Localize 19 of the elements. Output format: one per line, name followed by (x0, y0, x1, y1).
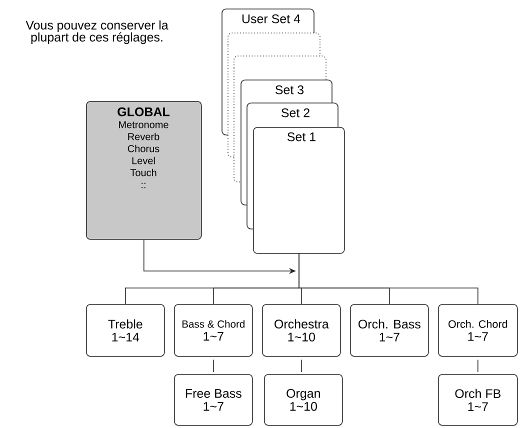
part-box: Free Bass 1~7 (174, 374, 253, 426)
part-box: Orch FB 1~7 (438, 374, 518, 426)
connector-line (301, 359, 302, 372)
connector-line (213, 359, 214, 372)
connector-line (298, 253, 478, 304)
part-box: Orchestra 1~10 (262, 304, 341, 357)
settings-box: GLOBAL Metronome Reverb Chorus Level Touch :: (86, 101, 202, 240)
set-card: User Set 4 (222, 8, 314, 34)
part-box: Treble 1~14 (86, 304, 165, 357)
set-card: Set 3 (240, 80, 332, 104)
set-card: Set 2 (246, 102, 338, 128)
note-text: Vous pouvez conserver la plupart de ces réglages. (26, 20, 168, 44)
card (234, 56, 326, 80)
part-box: Orch. Chord 1~7 (438, 304, 518, 357)
part-box: Bass & Chord 1~7 (174, 304, 253, 357)
part-box: Organ 1~10 (264, 374, 343, 426)
part-box: Orch. Bass 1~7 (350, 304, 429, 357)
card (228, 32, 320, 56)
set-card: Set 1 (253, 127, 345, 254)
